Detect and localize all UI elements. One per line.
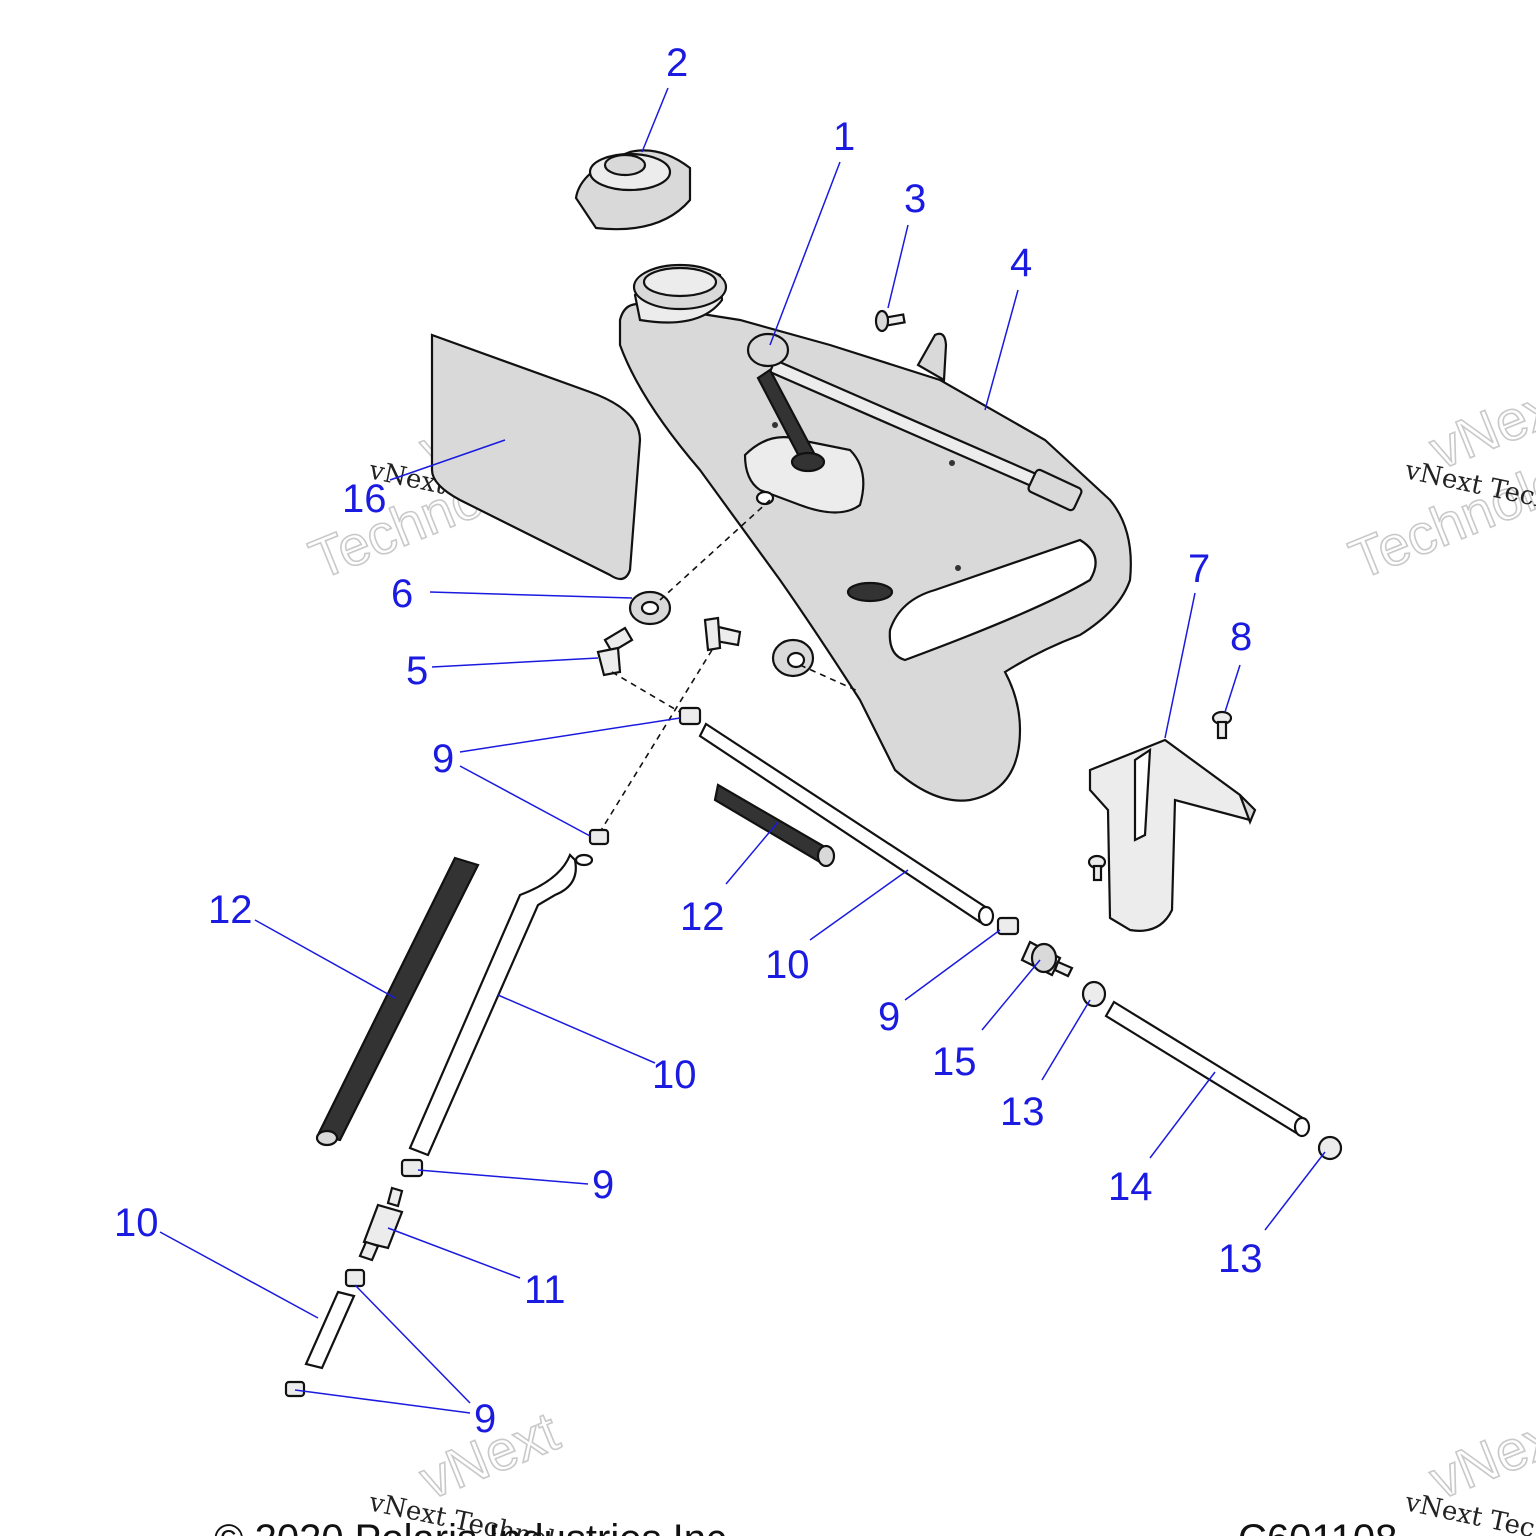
clamp-part	[284, 1380, 306, 1398]
callout-12: 12	[208, 888, 253, 932]
fuel-tank-part	[618, 263, 1132, 802]
callout-16: 16	[342, 477, 387, 521]
callout-11: 11	[524, 1268, 566, 1312]
callout-13: 13	[1000, 1090, 1045, 1134]
callout-10: 10	[765, 943, 810, 987]
watermark-right: vNext Technologies vNext Technologies	[1340, 368, 1536, 592]
protective-sleeve-part	[713, 783, 836, 868]
spring-clamp-part	[1081, 980, 1107, 1008]
callout-5: 5	[406, 649, 428, 693]
assembly-line	[611, 671, 691, 719]
fuel-level-sender-part	[746, 332, 1083, 512]
fuel-filter-part	[358, 1186, 404, 1262]
grommet-part	[771, 638, 815, 678]
elbow-fitting-part	[596, 626, 634, 677]
clamp-part	[678, 706, 702, 726]
clamp-part	[996, 916, 1020, 936]
fuel-line-part	[408, 853, 594, 1157]
assembly-line	[659, 499, 771, 601]
callout-4: 4	[1010, 241, 1032, 285]
callout-15: 15	[932, 1040, 977, 1084]
callout-9: 9	[432, 737, 454, 781]
callout-10: 10	[114, 1201, 159, 1245]
callout-6: 6	[391, 572, 413, 616]
clamp-part	[344, 1268, 366, 1288]
bolt-part	[1087, 854, 1107, 882]
screw-part	[874, 309, 906, 333]
heat-shield-part	[430, 333, 642, 581]
fuel-cap-part	[574, 149, 692, 231]
bolt-part	[1211, 710, 1233, 740]
check-valve-part	[1020, 940, 1074, 978]
leader-lines	[159, 87, 1326, 1414]
tank-bracket-part	[1088, 738, 1257, 932]
callout-12: 12	[680, 895, 725, 939]
callout-2: 2	[666, 41, 688, 85]
callout-14: 14	[1108, 1165, 1153, 1209]
elbow-fitting-part	[703, 616, 742, 652]
drawing-id: C601108	[1238, 1517, 1397, 1536]
clamp-part	[400, 1158, 424, 1178]
callout-10: 10	[652, 1053, 697, 1097]
protective-sleeve-part	[315, 856, 480, 1147]
clamp-part	[588, 828, 610, 846]
vent-line-part	[1104, 1000, 1311, 1138]
callout-3: 3	[904, 177, 926, 221]
callout-9: 9	[878, 995, 900, 1039]
fuel-line-part	[698, 722, 995, 927]
fuel-line-part	[304, 1290, 356, 1370]
callout-9: 9	[592, 1163, 614, 1207]
callout-8: 8	[1230, 615, 1252, 659]
copyright-notice: © 2020 Polaris Industries Inc.	[214, 1517, 737, 1536]
callout-1: 1	[833, 115, 855, 159]
watermark-bottom-right: vNext vNext Technologies	[1402, 1398, 1536, 1536]
callout-9: 9	[474, 1397, 496, 1441]
callout-13: 13	[1218, 1237, 1263, 1281]
callout-7: 7	[1188, 547, 1210, 591]
assembly-line	[599, 649, 713, 833]
